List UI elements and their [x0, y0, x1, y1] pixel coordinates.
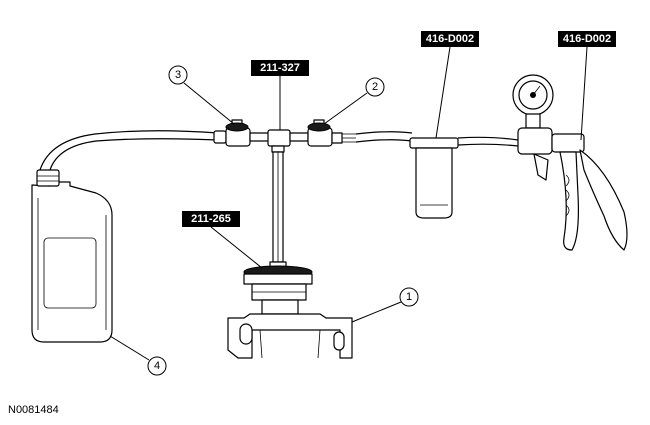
tag-211-327: 211-327	[260, 62, 300, 74]
figure-id: N0081484	[8, 404, 59, 416]
tee-fitting	[267, 129, 309, 153]
valve-2	[307, 119, 356, 147]
vertical-tube	[272, 151, 284, 263]
bottle-hose	[39, 130, 219, 171]
tag-416-d002-reservoir: 416-D002	[426, 33, 474, 45]
callout-1: 1	[406, 291, 412, 303]
callout-4: 4	[154, 360, 160, 372]
fill-adapter	[243, 261, 313, 315]
callout-3: 3	[175, 69, 181, 81]
tag-416-d002-pump: 416-D002	[563, 33, 611, 45]
transmission-housing	[227, 313, 353, 359]
fluid-bottle	[31, 169, 113, 343]
pump-hose	[457, 136, 519, 141]
valve-3	[213, 119, 271, 147]
vacuum-pump	[512, 74, 628, 251]
callout-2: 2	[372, 81, 378, 93]
tag-211-265: 211-265	[191, 213, 231, 225]
upper-hose	[355, 131, 413, 135]
vacuum-reservoir	[409, 137, 459, 219]
